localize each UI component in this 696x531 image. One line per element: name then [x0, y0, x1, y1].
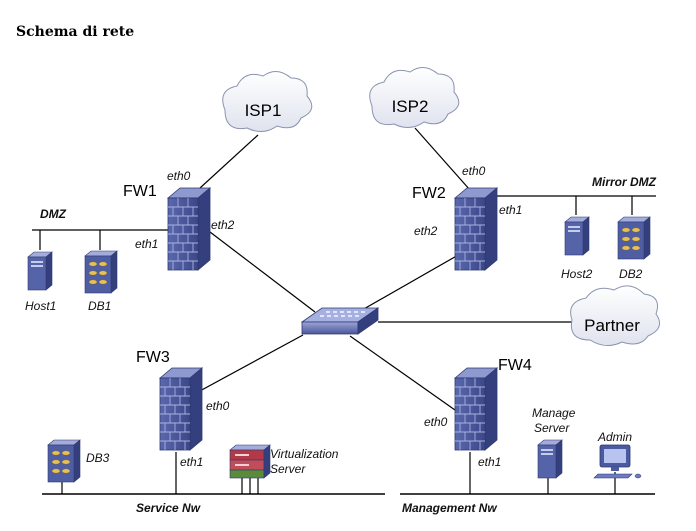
db1: DB1 — [84, 250, 118, 313]
firewall-fw1: FW1 eth0 eth2 eth1 — [123, 169, 235, 271]
firewall-fw2: FW2 eth0 eth1 eth2 — [412, 164, 522, 271]
network-service: Service Nw DB3 Virtualization Server — [47, 439, 339, 515]
server-icon — [27, 251, 53, 291]
firewall-icon — [167, 187, 211, 271]
server-icon — [564, 216, 590, 256]
db1-label: DB1 — [88, 299, 111, 313]
network-dmz: DMZ Host1 DB1 — [25, 207, 118, 313]
admin-label: Admin — [597, 430, 632, 444]
firewall-fw4: FW4 eth0 eth1 — [424, 357, 532, 469]
mirror-dmz-label: Mirror DMZ — [592, 175, 657, 189]
host2: Host2 — [561, 216, 593, 281]
fw1-eth2: eth2 — [211, 218, 235, 232]
management-nw-label: Management Nw — [402, 501, 497, 515]
fw2-eth0: eth0 — [462, 164, 486, 178]
cloud-label-partner: Partner — [584, 316, 640, 335]
manage-label-line2: Server — [534, 421, 570, 435]
network-mirror-dmz: Mirror DMZ Host2 DB2 — [561, 175, 657, 281]
fw4-name: FW4 — [498, 357, 532, 374]
dmz-label: DMZ — [40, 207, 67, 221]
fw3-eth0: eth0 — [206, 399, 230, 413]
admin-workstation: Admin — [593, 430, 642, 479]
cloud-partner: Partner — [570, 285, 661, 346]
network-management: Management Nw Manage Server Admin — [402, 406, 642, 515]
cloud-icon — [570, 285, 661, 346]
fw3-name: FW3 — [136, 349, 170, 366]
cloud-icon — [222, 71, 313, 132]
fw2-eth2: eth2 — [414, 224, 438, 238]
database-icon — [617, 216, 651, 260]
firewall-icon — [454, 187, 498, 271]
links — [32, 127, 656, 495]
manage-label-line1: Manage — [532, 406, 576, 420]
cloud-icon — [369, 67, 460, 128]
switch-icon — [300, 307, 380, 335]
db2: DB2 — [617, 216, 651, 281]
fw2-eth1: eth1 — [499, 203, 522, 217]
server-icon — [537, 439, 563, 479]
firewall-icon — [454, 367, 498, 451]
database-icon — [84, 250, 118, 294]
db3-label: DB3 — [86, 451, 110, 465]
db2-label: DB2 — [619, 267, 643, 281]
fw1-name: FW1 — [123, 183, 157, 200]
server-icon — [229, 444, 271, 479]
db3: DB3 — [47, 439, 110, 483]
virt-label-line2: Server — [270, 462, 306, 476]
page-title: Schema di rete — [16, 24, 135, 40]
manage-server: Manage Server — [532, 406, 576, 479]
host1-label: Host1 — [25, 299, 56, 313]
virt-label-line1: Virtualization — [270, 447, 339, 461]
cloud-label-isp2: ISP2 — [392, 97, 429, 116]
fw1-eth0: eth0 — [167, 169, 191, 183]
fw4-eth0: eth0 — [424, 415, 448, 429]
firewall-fw3: FW3 eth0 eth1 — [136, 349, 230, 469]
cloud-label-isp1: ISP1 — [245, 101, 282, 120]
workstation-icon — [593, 444, 642, 479]
fw2-name: FW2 — [412, 185, 446, 202]
host1: Host1 — [25, 251, 56, 313]
fw4-eth1: eth1 — [478, 455, 501, 469]
database-icon — [47, 439, 81, 483]
host2-label: Host2 — [561, 267, 593, 281]
fw3-eth1: eth1 — [180, 455, 203, 469]
service-nw-label: Service Nw — [136, 501, 201, 515]
virtualization-server: Virtualization Server — [229, 444, 339, 479]
cloud-isp1: ISP1 — [222, 71, 313, 132]
cloud-isp2: ISP2 — [369, 67, 460, 128]
firewall-icon — [159, 367, 203, 451]
central-switch — [300, 307, 380, 335]
fw1-eth1: eth1 — [135, 237, 158, 251]
